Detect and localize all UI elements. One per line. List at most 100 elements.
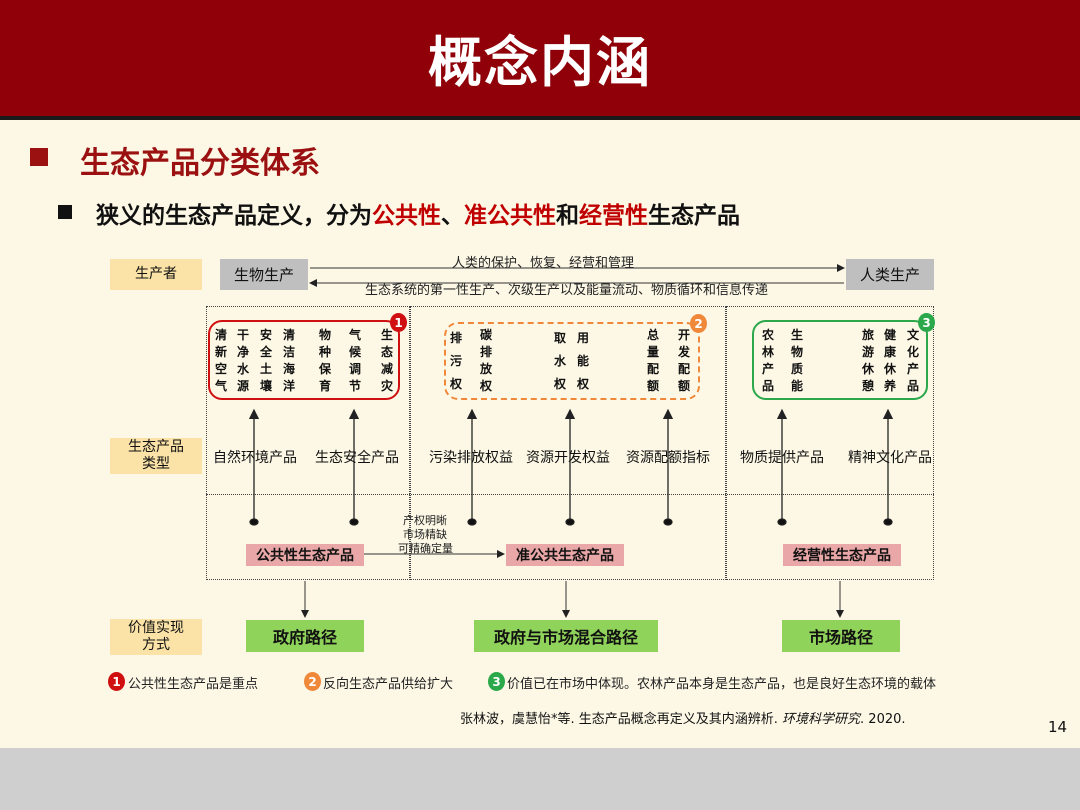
char: 品 — [761, 379, 774, 393]
char: 放 — [479, 362, 492, 376]
char: 休 — [861, 362, 874, 376]
commercial-category-box: 经营性生态产品 — [783, 544, 901, 566]
group2-col: 用能权 — [573, 326, 593, 395]
commercial-column-frame — [726, 306, 934, 580]
subheading-bullet-icon — [58, 205, 72, 219]
group3-col: 旅游休憩 — [858, 326, 878, 394]
quasi-public-category-box: 准公共生态产品 — [506, 544, 624, 566]
char: 清 — [214, 328, 227, 342]
group1-col: 生态减灾 — [377, 326, 397, 394]
char: 产 — [761, 362, 774, 376]
group2-col: 碳排放权 — [476, 326, 496, 394]
char: 能 — [576, 354, 589, 368]
property-note-line2: 市场精缺 — [403, 528, 447, 541]
group3-col: 生物质能 — [787, 326, 807, 394]
char: 减 — [380, 362, 393, 376]
char: 物 — [790, 345, 803, 359]
char: 调 — [348, 362, 361, 376]
group1-col: 干净水源 — [233, 326, 253, 394]
product-type-material: 物质提供产品 — [740, 450, 824, 466]
government-path-box: 政府路径 — [246, 620, 364, 652]
note2-badge: 2 — [304, 672, 321, 691]
char: 农 — [761, 328, 774, 342]
char: 候 — [348, 345, 361, 359]
char: 新 — [214, 345, 227, 359]
char: 生 — [790, 328, 803, 342]
mixed-path-box: 政府与市场混合路径 — [474, 620, 658, 652]
heading-bullet-icon — [30, 148, 48, 166]
note1-badge: 1 — [108, 672, 125, 691]
property-note-line3: 可精确定量 — [398, 542, 453, 555]
char: 用 — [576, 331, 589, 345]
group2-col: 排污权 — [446, 326, 466, 395]
char: 开 — [677, 328, 690, 342]
group1-col: 安全土壤 — [256, 326, 276, 394]
product-type-pollution-rights: 污染排放权益 — [429, 450, 513, 466]
char: 气 — [214, 379, 227, 393]
product-type-resource-dev: 资源开发权益 — [526, 450, 610, 466]
group2-col: 开发配额 — [674, 326, 694, 394]
producer-label: 生产者 — [110, 259, 202, 290]
char: 权 — [576, 377, 589, 391]
char: 休 — [883, 362, 896, 376]
public-products-box — [208, 320, 400, 400]
char: 取 — [553, 331, 566, 345]
quasi-public-products-box — [444, 322, 700, 400]
bio-production-box: 生物生产 — [220, 259, 308, 290]
char: 生 — [380, 328, 393, 342]
char: 种 — [318, 345, 331, 359]
group1-col: 物种保育 — [315, 326, 335, 394]
char: 洁 — [282, 345, 295, 359]
group1-col: 气候调节 — [345, 326, 365, 394]
human-production-box: 人类生产 — [846, 259, 934, 290]
char: 能 — [790, 379, 803, 393]
note3-badge: 3 — [488, 672, 505, 691]
char: 灾 — [380, 379, 393, 393]
char: 水 — [553, 354, 566, 368]
product-type-eco-safety: 生态安全产品 — [315, 450, 399, 466]
char: 健 — [883, 328, 896, 342]
slide-title: 概念内涵 — [428, 31, 652, 94]
group2-col: 总量配额 — [643, 326, 663, 394]
page-number: 14 — [1048, 718, 1068, 736]
char: 配 — [677, 362, 690, 376]
char: 态 — [380, 345, 393, 359]
char: 气 — [348, 328, 361, 342]
public-category-box: 公共性生态产品 — [246, 544, 364, 566]
note2-text: 反向生态产品供给扩大 — [323, 677, 454, 692]
char: 源 — [236, 379, 249, 393]
char: 土 — [259, 362, 272, 376]
char: 安 — [259, 328, 272, 342]
char: 权 — [479, 379, 492, 393]
char: 海 — [282, 362, 295, 376]
note1-text: 公共性生态产品是重点 — [128, 677, 259, 692]
footer-bar — [0, 748, 1080, 810]
group2-number-badge: 2 — [690, 314, 707, 333]
char: 权 — [449, 377, 462, 391]
char: 清 — [282, 328, 295, 342]
char: 旅 — [861, 328, 874, 342]
title-bar-underline — [0, 116, 1080, 120]
quasi-public-column-frame — [410, 306, 726, 580]
group2-col: 取水权 — [550, 326, 570, 395]
char: 品 — [906, 379, 919, 393]
value-realization-label: 价值实现方式 — [110, 619, 202, 655]
product-type-resource-quota: 资源配额指标 — [626, 450, 710, 466]
char: 康 — [883, 345, 896, 359]
char: 配 — [646, 362, 659, 376]
bottom-arrow-text: 生态系统的第一性生产、次级生产以及能量流动、物质循环和信息传递 — [365, 283, 769, 298]
char: 育 — [318, 379, 331, 393]
subheading: 狭义的生态产品定义，分为公共性、准公共性和经营性生态产品 — [96, 203, 740, 229]
char: 游 — [861, 345, 874, 359]
char: 量 — [646, 345, 659, 359]
char: 排 — [449, 331, 462, 345]
char: 排 — [479, 345, 492, 359]
char: 全 — [259, 345, 272, 359]
char: 化 — [906, 345, 919, 359]
char: 产 — [906, 362, 919, 376]
group3-col: 文化产品 — [903, 326, 923, 394]
public-column-frame — [206, 306, 410, 580]
top-arrow-text: 人类的保护、恢复、经营和管理 — [452, 256, 635, 271]
group1-col: 清新空气 — [211, 326, 231, 394]
